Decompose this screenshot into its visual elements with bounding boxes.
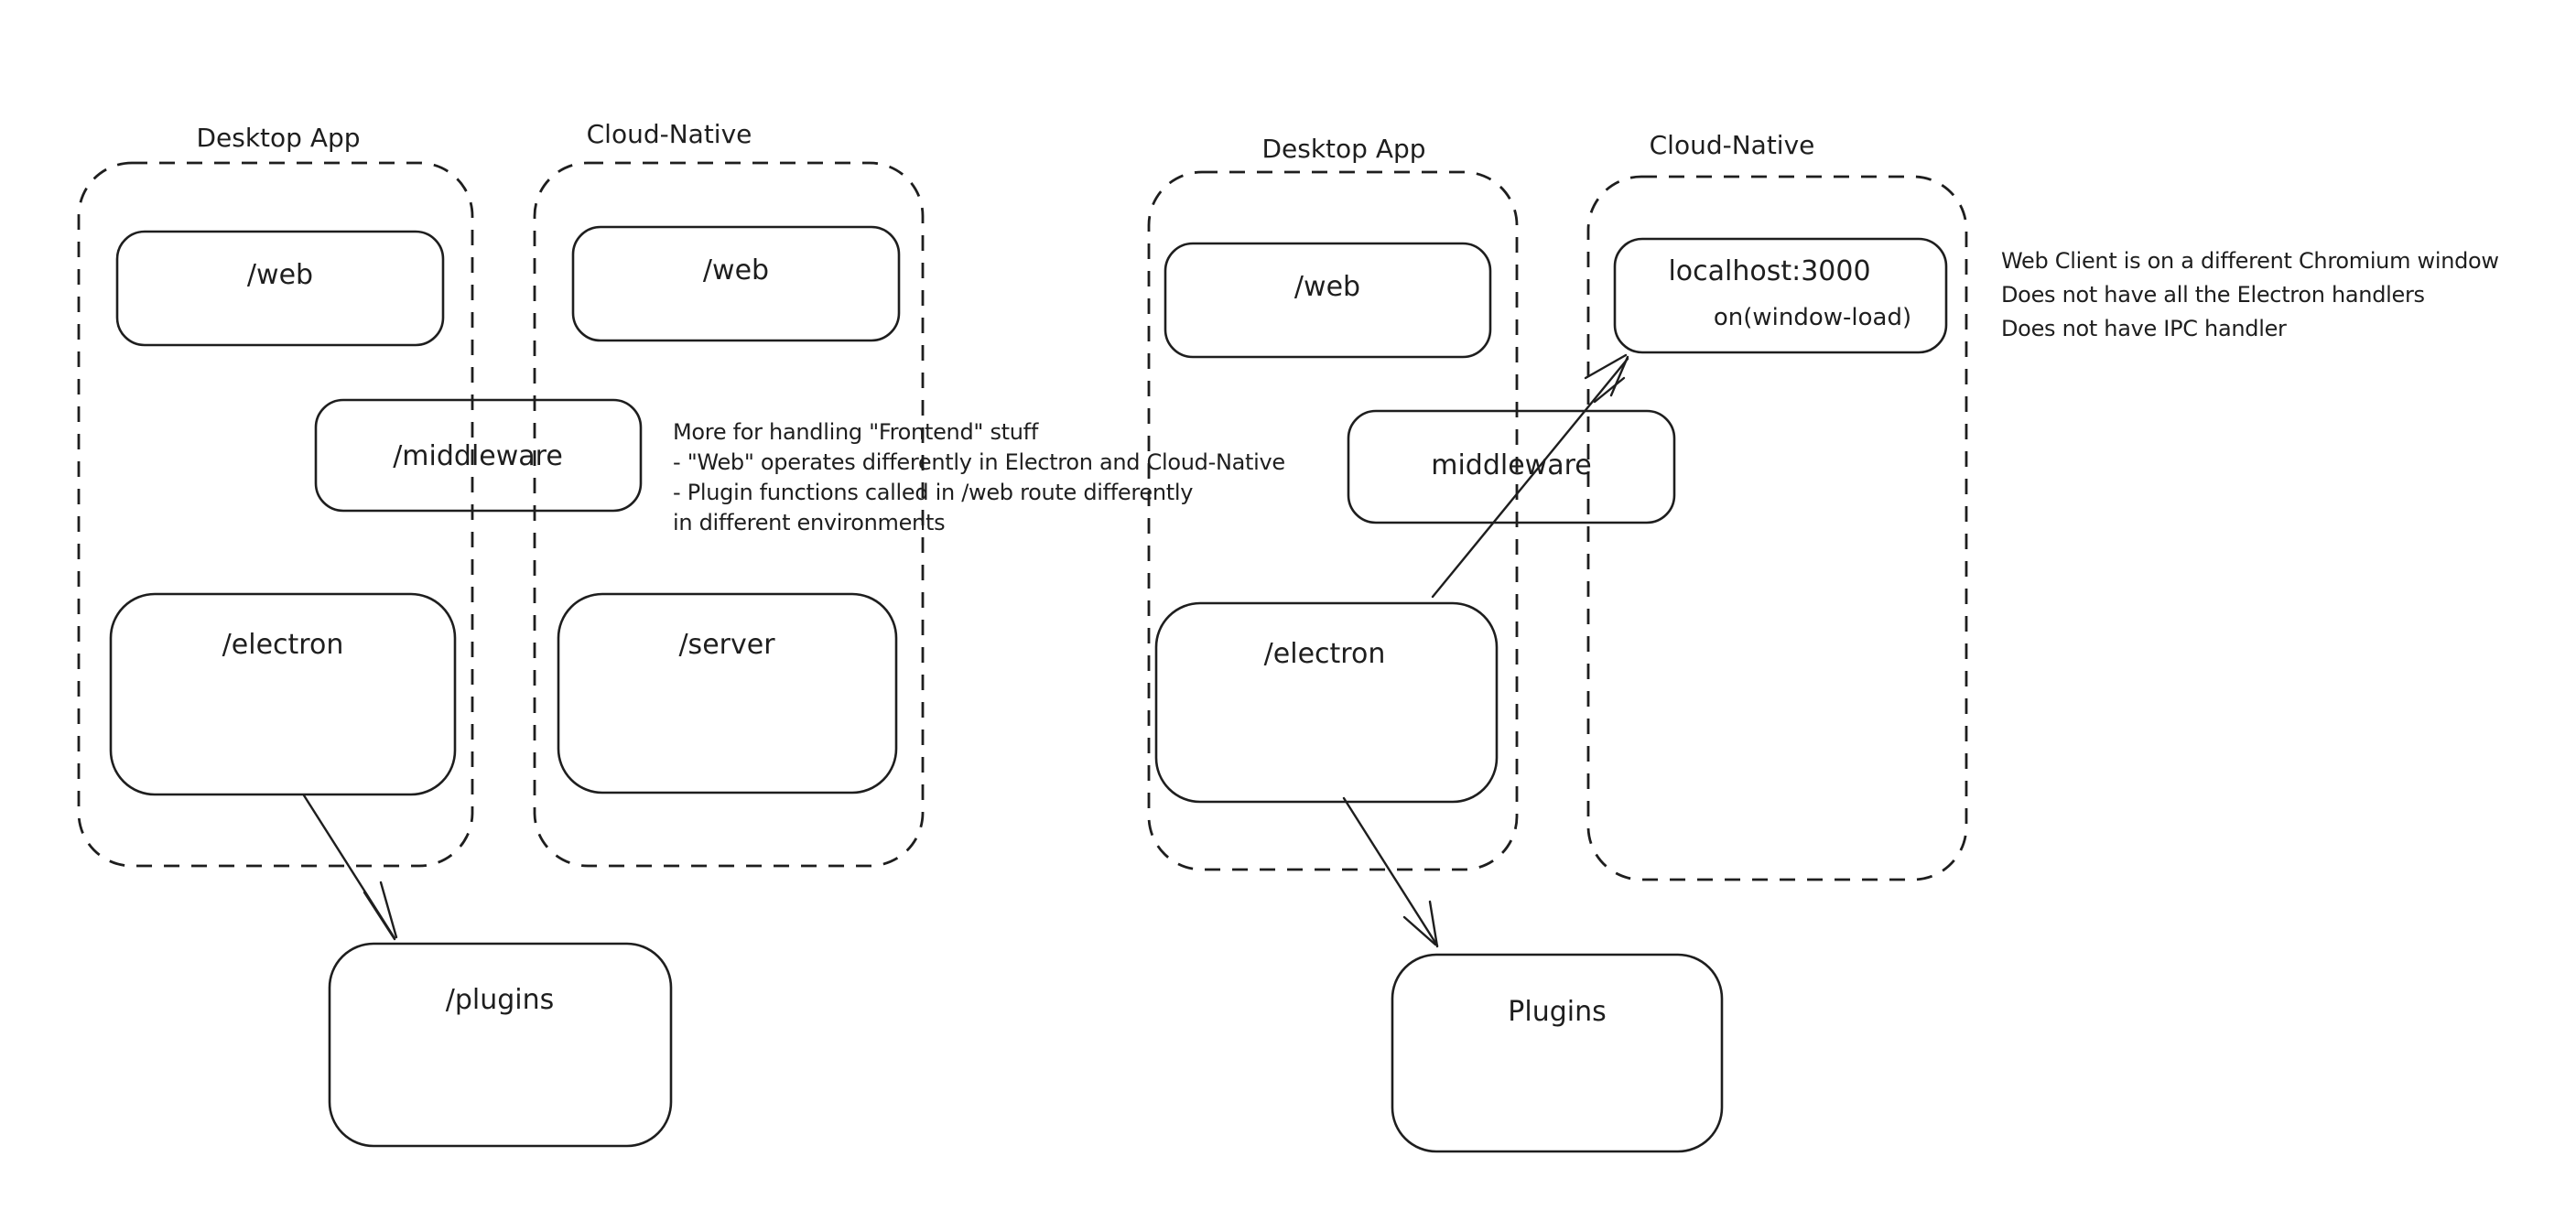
left-middleware-box [314,398,643,513]
left-electron-label: /electron [222,629,344,661]
right-electron-to-localhost-arrow [1431,353,1629,599]
left-plugins-label: /plugins [446,984,555,1016]
left-plugins-box [328,942,673,1148]
right-middleware-label: middleware [1431,449,1592,481]
right-desktop-web-box [1164,242,1492,359]
right-middleware-box [1347,409,1676,524]
green-note-line-3: - Plugin functions called in /web route … [673,480,1193,505]
right-desktop-web-label: /web [1294,271,1360,303]
right-desktop-app-container [1147,170,1519,871]
left-desktop-app-title: Desktop App [196,123,360,153]
red-note-line-1: Web Client is on a different Chromium wi… [2001,248,2499,274]
right-plugins-label: Plugins [1508,996,1606,1028]
left-server-box [557,592,898,794]
right-desktop-app-title: Desktop App [1261,134,1425,164]
right-localhost-box [1613,237,1948,354]
right-electron-label: /electron [1264,638,1386,670]
left-desktop-web-label: /web [247,259,313,291]
left-desktop-app-container [77,161,474,868]
green-note-line-1: More for handling "Frontend" stuff [673,419,1039,445]
right-on-window-load-label: on(window-load) [1714,304,1911,331]
right-electron-box [1154,601,1499,804]
right-plugins-box [1391,953,1724,1153]
green-note-line-4: in different environments [673,510,945,535]
red-note-line-3: Does not have IPC handler [2001,316,2287,341]
red-note-line-2: Does not have all the Electron handlers [2001,282,2425,308]
left-electron-to-plugins-arrow [302,794,398,941]
right-electron-to-plugins-arrow [1342,796,1439,948]
left-desktop-web-box [115,230,445,347]
right-localhost-label: localhost:3000 [1668,255,1870,287]
left-cloud-web-box [571,225,901,342]
green-note: More for handling "Frontend" stuff - "We… [673,419,1285,535]
left-middleware-label: /middleware [393,440,563,472]
red-note: Web Client is on a different Chromium wi… [2001,248,2499,341]
green-note-line-2: - "Web" operates differently in Electron… [673,449,1285,475]
left-cloud-native-title: Cloud-Native [587,119,752,149]
right-cloud-native-container [1586,175,1968,881]
right-cloud-native-title: Cloud-Native [1650,130,1815,160]
left-cloud-web-label: /web [703,254,769,286]
left-cloud-native-container [533,161,925,868]
left-electron-box [109,592,457,796]
left-server-label: /server [678,629,775,661]
